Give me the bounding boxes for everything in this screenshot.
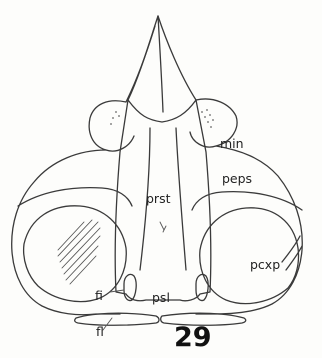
right-coxal-lobe [200,208,299,304]
label-fi: fi [95,290,103,303]
label-peps: peps [222,173,252,186]
episternum-left [18,188,132,206]
label-min: min [220,138,244,151]
figure-number: 29 [174,324,212,351]
label-fl: fl [96,326,104,339]
left-coxal-lobe [24,206,127,302]
mandibles [126,16,196,112]
furca-left [124,274,136,300]
furca-right [196,274,208,300]
flange-left [75,313,159,325]
label-pcxp: pcxp [250,259,280,272]
hatching [58,220,100,284]
label-prst: prst [146,193,171,206]
label-psl: psl [152,292,170,305]
